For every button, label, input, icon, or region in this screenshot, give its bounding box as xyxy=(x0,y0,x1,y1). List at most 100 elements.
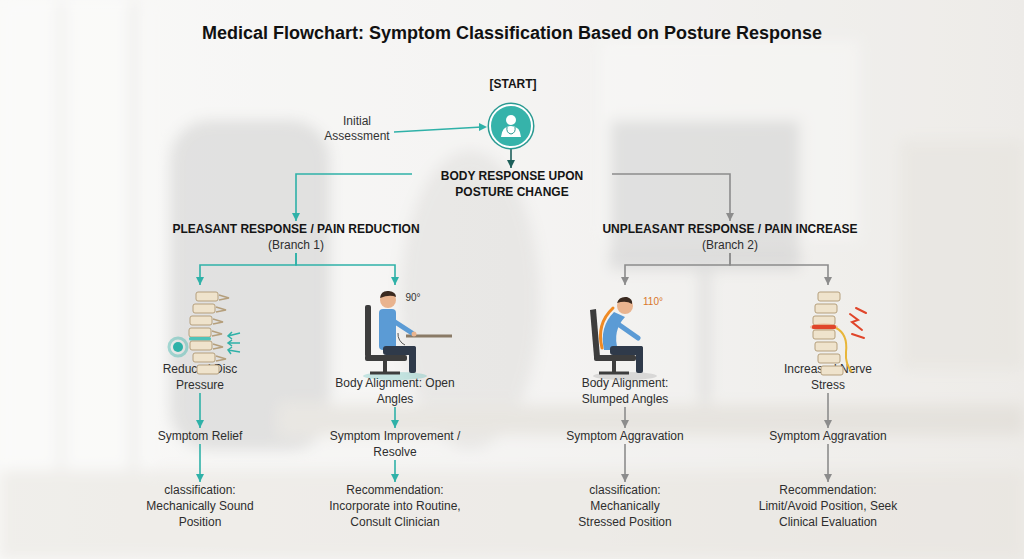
flow-connector xyxy=(510,148,512,168)
vertebra xyxy=(190,341,212,350)
pain-zigzag xyxy=(850,308,866,338)
result-node: classification: Mechanically Stressed Po… xyxy=(565,482,685,530)
vertebra xyxy=(193,353,215,362)
branch-heading: UNPLEASANT RESPONSE / PAIN INCREASE(Bran… xyxy=(600,221,860,253)
spinous-process xyxy=(212,295,229,361)
chart-title: Medical Flowchart: Symptom Classificatio… xyxy=(0,22,1024,44)
node-text: Body Alignment: Open Angles xyxy=(335,375,455,407)
vertebra xyxy=(815,342,837,351)
outcome-node: Symptom Aggravation xyxy=(758,428,898,444)
flow-connector xyxy=(199,393,201,428)
angle-label: 110° xyxy=(636,294,670,309)
start-circle: [START] xyxy=(489,104,533,148)
torso xyxy=(379,309,396,350)
outcome-node: Symptom Aggravation xyxy=(555,428,695,444)
flow-connector xyxy=(730,253,828,285)
flow-connector xyxy=(827,393,829,428)
vertebra xyxy=(196,292,218,301)
flow-connector xyxy=(200,253,296,285)
vertebra xyxy=(813,316,835,325)
chair-back xyxy=(590,309,600,357)
node-text: UNPLEASANT RESPONSE / PAIN INCREASE xyxy=(600,221,860,237)
entry-arrow xyxy=(394,123,487,132)
chair-base xyxy=(599,372,629,375)
torso xyxy=(603,312,625,350)
vertebra xyxy=(197,365,219,374)
stethoscope xyxy=(507,127,515,134)
result-node: classification: Mechanically Sound Posit… xyxy=(140,482,260,530)
shin xyxy=(409,346,416,373)
node-text: classification: Mechanically Sound Posit… xyxy=(140,482,260,530)
hair xyxy=(380,291,396,298)
chair-seat xyxy=(365,355,407,361)
chair-back xyxy=(365,305,371,357)
angle-label: 90° xyxy=(398,290,428,305)
entry-arrow-line xyxy=(394,127,482,132)
relieved-disc xyxy=(189,337,211,341)
node-text: (Branch 2) xyxy=(600,237,860,253)
arm xyxy=(618,324,638,338)
vertebra xyxy=(813,330,835,339)
flow-connector xyxy=(624,444,626,482)
node-text: (Branch 1) xyxy=(166,237,426,253)
focus-ring xyxy=(169,338,187,356)
vertebra xyxy=(821,366,843,375)
vertebra xyxy=(818,354,840,363)
flow-connector xyxy=(625,253,730,285)
hand xyxy=(412,332,417,337)
shin xyxy=(636,346,643,373)
mechanism-node: Reduced Disc Pressure xyxy=(140,285,260,393)
entry-arrow-head xyxy=(479,123,487,131)
shadow xyxy=(593,372,657,380)
arm xyxy=(392,320,412,333)
result-node: Recommendation: Incorporate into Routine… xyxy=(320,482,470,530)
focus-dot xyxy=(173,342,183,352)
spine-illustration xyxy=(169,292,240,374)
compressed-disc xyxy=(812,325,836,329)
outcome-node: Symptom Improvement / Resolve xyxy=(315,428,475,460)
mechanism-node: Increased Nerve Stress xyxy=(768,285,888,393)
node-text: BODY RESPONSE UPON POSTURE CHANGE xyxy=(412,168,612,200)
node-text: Body Alignment: Slumped Angles xyxy=(565,375,685,407)
upright-person xyxy=(363,291,452,380)
stressed-spine xyxy=(810,292,866,375)
thigh xyxy=(610,346,643,355)
result-node: Recommendation: Limit/Avoid Position, Se… xyxy=(753,482,903,530)
doctor-icon xyxy=(501,115,521,137)
mechanism-node: Body Alignment: Open Angles xyxy=(335,285,455,407)
chair-post xyxy=(612,361,616,372)
node-text: Reduced Disc Pressure xyxy=(140,361,260,393)
shadow xyxy=(363,372,427,380)
vertebra xyxy=(818,292,840,301)
node-text: Symptom Improvement / Resolve xyxy=(315,428,475,460)
flow-connector xyxy=(296,174,412,221)
node-text: Symptom Aggravation xyxy=(758,428,898,444)
head xyxy=(380,292,396,308)
vertebra xyxy=(193,304,215,313)
flow-connector xyxy=(624,407,626,428)
angle-arc xyxy=(398,333,405,345)
node-text: [START] xyxy=(451,76,575,92)
node-text: classification: Mechanically Stressed Po… xyxy=(565,482,685,530)
chair-base xyxy=(370,372,400,375)
decision-node: BODY RESPONSE UPON POSTURE CHANGE xyxy=(412,168,612,200)
flow-connector xyxy=(394,460,396,482)
outcome-node: Symptom Relief xyxy=(140,428,260,444)
chair-seat xyxy=(594,355,636,361)
node-text: Increased Nerve Stress xyxy=(768,361,888,393)
flow-connector xyxy=(199,444,201,482)
strain-line xyxy=(600,308,613,348)
vertebra xyxy=(189,328,211,337)
inflamed-glow xyxy=(810,324,838,331)
desk xyxy=(406,335,452,338)
node-text: PLEASANT RESPONSE / PAIN REDUCTION xyxy=(166,221,426,237)
flow-connector xyxy=(827,444,829,482)
node-text: Symptom Aggravation xyxy=(555,428,695,444)
flow-connector xyxy=(296,253,395,285)
node-text: Recommendation: Limit/Avoid Position, Se… xyxy=(753,482,903,530)
pressure-arrows xyxy=(228,332,240,354)
